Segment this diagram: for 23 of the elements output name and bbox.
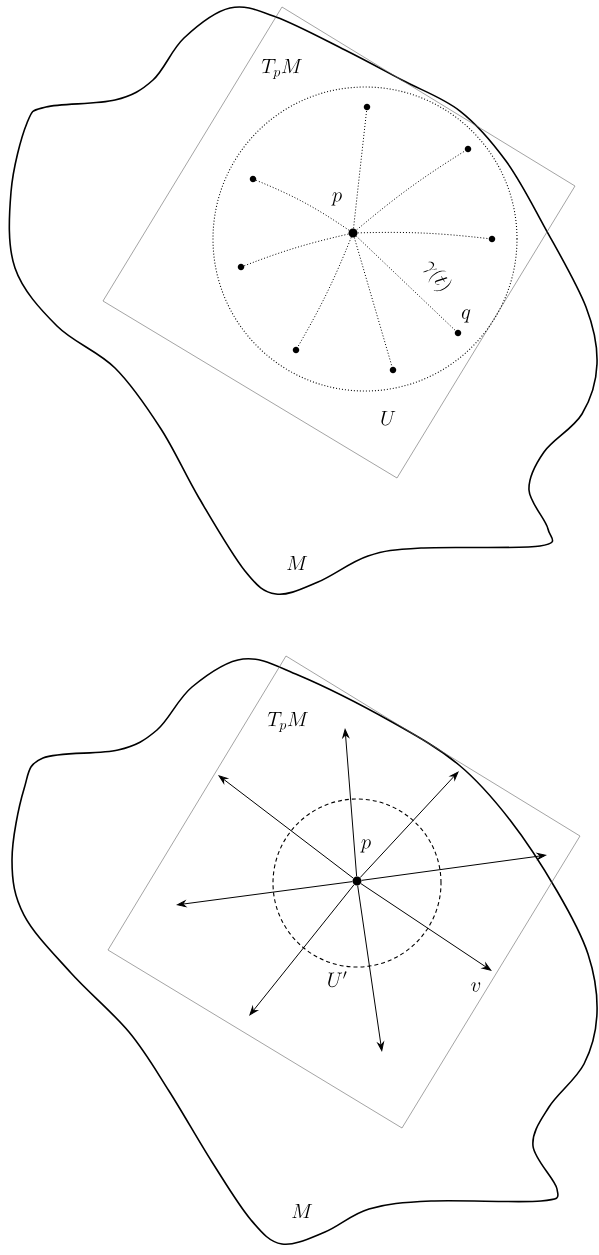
- node-label: $U$: [381, 410, 396, 426]
- arrow: [218, 775, 354, 879]
- node-label: $U'$: [328, 971, 347, 988]
- geodesic-line: [353, 237, 393, 368]
- arrow: [342, 728, 358, 877]
- arrow: [360, 883, 492, 971]
- point-label: $p$: [331, 192, 342, 206]
- edge-label: $\gamma(t)$: [417, 254, 457, 298]
- arrow: [359, 771, 459, 879]
- arrow: [357, 885, 384, 1052]
- geodesic-line: [353, 109, 368, 229]
- geodesic-line: [255, 179, 350, 231]
- geodesic-line: [356, 150, 466, 231]
- geodesic-line: [355, 235, 456, 332]
- point-label: $p$: [360, 839, 371, 853]
- arrow: [361, 852, 547, 881]
- geodesic-line: [357, 231, 490, 240]
- edge-label: $v$: [469, 981, 483, 993]
- geodesic-line: [297, 236, 352, 348]
- arrow: [176, 881, 353, 908]
- geodesic-line: [243, 233, 349, 267]
- point-label: $q$: [461, 309, 471, 323]
- arrow: [249, 884, 355, 1016]
